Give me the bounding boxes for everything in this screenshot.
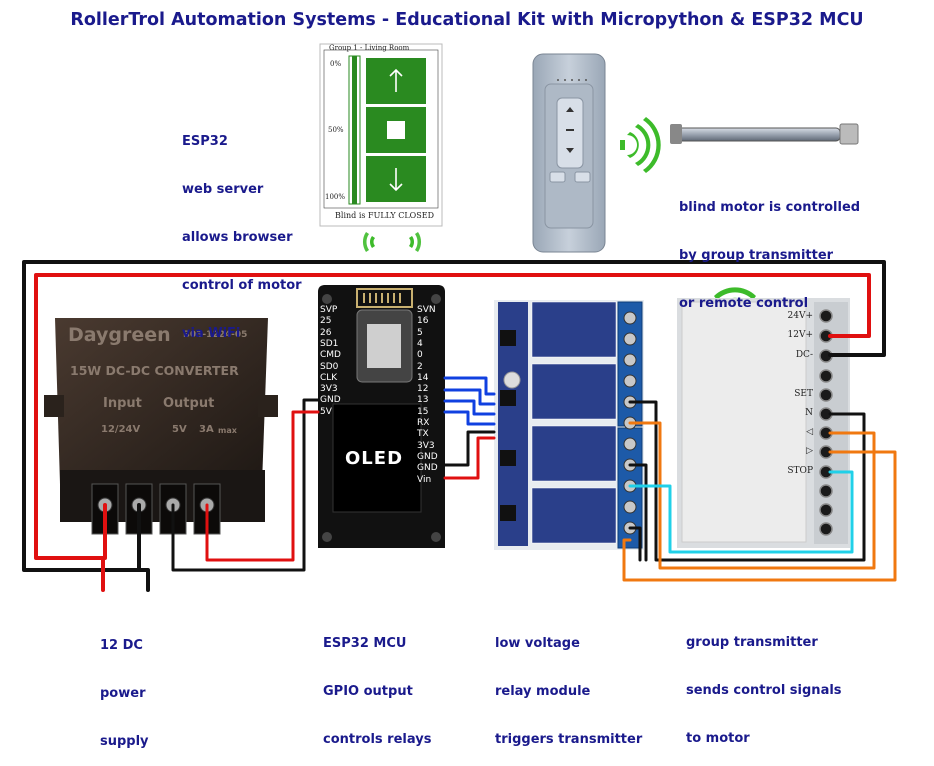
web-ui-screenshot — [319, 43, 443, 227]
esp32-web-line: ESP32 — [182, 134, 228, 149]
esp32-left-pin: CMD — [320, 350, 341, 361]
group-tx-line: sends control signals — [686, 683, 842, 698]
esp32-right-pin: 16 — [417, 316, 429, 327]
transmitter-terminal-label: 24V+ — [787, 311, 814, 321]
converter-output-label: Output — [163, 396, 215, 411]
esp32-mcu-line: controls relays — [323, 732, 432, 747]
webui-pct-bottom: 100% — [325, 193, 346, 201]
esp32-mcu-line: ESP32 MCU — [323, 636, 407, 651]
relay-label: low voltage relay module triggers transm… — [495, 604, 642, 764]
esp32-right-pin: GND — [417, 463, 438, 474]
esp32-right-pin: SVN — [417, 305, 436, 315]
blind-motor-line: or remote control — [679, 296, 809, 311]
esp32-mcu-label: ESP32 MCU GPIO output controls relays — [323, 604, 431, 764]
blind-motor-line: blind motor is controlled — [679, 200, 861, 215]
esp32-left-pin: 25 — [320, 316, 332, 327]
esp32-web-line: web server — [182, 182, 264, 197]
page-title: RollerTrol Automation Systems - Educatio… — [70, 10, 864, 30]
esp32-right-pin: TX — [417, 429, 429, 440]
esp32-left-pin: SD0 — [320, 361, 339, 372]
blind-motor-line: by group transmitter — [679, 248, 834, 263]
remote-control — [532, 53, 606, 253]
esp32-right-pin: RX — [417, 418, 430, 428]
webui-status: Blind is FULLY CLOSED — [335, 211, 434, 220]
esp32-right-pin: 4 — [417, 338, 423, 349]
converter-max: max — [218, 426, 237, 435]
esp32-right-pin: 14 — [417, 372, 429, 383]
converter-in-rating: 12/24V — [101, 424, 141, 435]
transmitter-terminal-label: N — [805, 408, 813, 418]
wiring-diagram — [22, 43, 897, 592]
transmitter-terminal-label: SET — [794, 389, 813, 399]
blind-motor-label: blind motor is controlled by group trans… — [679, 168, 860, 328]
esp32-right-pin: Vin — [417, 474, 432, 485]
esp32-left-pin: 3V3 — [320, 384, 338, 395]
esp32-left-pin: 5V — [320, 406, 332, 417]
esp32-left-pin: SD1 — [320, 338, 339, 349]
esp32-left-pin: 26 — [320, 327, 332, 338]
power-line: supply — [100, 734, 149, 749]
relay-line: relay module — [495, 684, 591, 699]
webui-header: Group 1 - Living Room — [329, 44, 410, 52]
esp32-left-pin: CLK — [320, 372, 338, 383]
esp32-right-pin: 5 — [417, 327, 423, 338]
esp32-left-pin: GND — [320, 395, 341, 406]
converter-input-label: Input — [103, 396, 142, 411]
esp32-right-pin: 12 — [417, 384, 429, 395]
webui-pct-mid: 50% — [328, 126, 344, 134]
power-label: 12 DC power supply — [100, 606, 149, 766]
transmitter-terminal-label: ◁ — [806, 427, 813, 437]
group-transmitter — [677, 298, 850, 548]
oled-label: OLED — [345, 448, 404, 469]
esp32-left-pin: SVP — [320, 305, 338, 315]
esp32-right-pin: 3V3 — [417, 440, 435, 451]
converter-model: B03-1224-05 — [183, 330, 248, 340]
esp32-web-line: control of motor — [182, 278, 302, 293]
blind-motor — [670, 123, 859, 145]
converter-out-rating: 5V — [172, 424, 187, 435]
converter-name: 15W DC-DC CONVERTER — [70, 363, 239, 378]
esp32-web-label: ESP32 web server allows browser control … — [182, 102, 302, 358]
relay-line: triggers transmitter — [495, 732, 643, 747]
wifi-signal-icon — [620, 117, 661, 173]
transmitter-terminal-label: STOP — [787, 466, 813, 476]
wifi-icon — [362, 232, 422, 252]
esp32-web-line: allows browser — [182, 230, 293, 245]
relay-module — [494, 300, 644, 550]
esp32-right-pin: 2 — [417, 361, 423, 372]
webui-pct-top: 0% — [330, 60, 342, 68]
esp32-mcu-line: GPIO output — [323, 684, 413, 699]
power-line: power — [100, 686, 146, 701]
transmitter-terminal-label: ▷ — [806, 446, 813, 456]
esp32-right-pin: 0 — [417, 350, 423, 361]
esp32-board — [318, 285, 445, 548]
group-tx-line: group transmitter — [686, 635, 818, 650]
converter-brand: Daygreen — [68, 324, 171, 346]
transmitter-terminal-label: 12V+ — [787, 330, 814, 340]
group-tx-line: to motor — [686, 731, 750, 746]
power-line: 12 DC — [100, 638, 143, 653]
esp32-web-line: via WiFi — [182, 326, 241, 341]
converter-amps: 3A — [199, 424, 214, 435]
relay-line: low voltage — [495, 636, 580, 651]
esp32-right-pin: 15 — [417, 406, 429, 417]
esp32-right-pin: GND — [417, 451, 438, 462]
esp32-right-pin: 13 — [417, 395, 429, 406]
transmitter-terminal-label: DC- — [795, 350, 813, 360]
group-tx-label: group transmitter sends control signals … — [686, 603, 842, 763]
black-main-wire — [22, 260, 886, 592]
